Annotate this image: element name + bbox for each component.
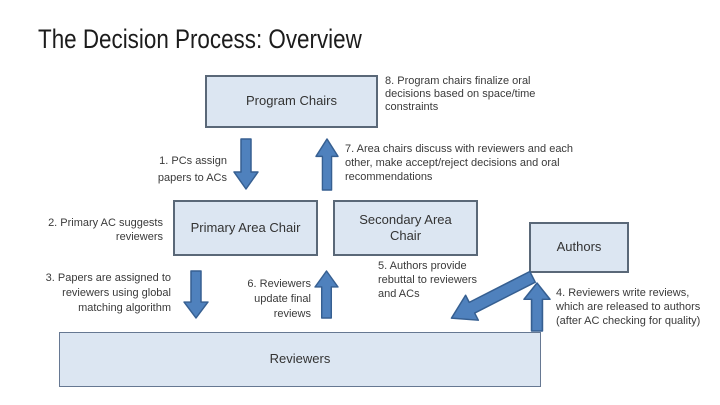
note-step6: 6. Reviewers update final reviews: [247, 278, 311, 320]
arrow-up-glyph: [315, 138, 339, 191]
note-step3: 3. Papers are assigned to reviewers usin…: [45, 272, 171, 314]
arrow-down-glyph: [233, 138, 259, 190]
arrow-up-reviews-released-icon: [523, 282, 551, 332]
note-step1: 1. PCs assign papers to ACs: [157, 155, 227, 184]
note-step7: 7. Area chairs discuss with reviewers an…: [345, 143, 574, 183]
arrow-diagonal-authors-rebuttal-icon: [450, 270, 537, 321]
arrow-down-glyph: [183, 270, 209, 319]
arrow-down-pcs-assign-icon: [233, 138, 259, 190]
box-primary-area-chair-label: Primary Area Chair: [190, 219, 301, 235]
arrow-up-glyph: [523, 282, 551, 332]
arrow-up-area-chairs-discuss-icon: [315, 138, 339, 191]
arrow-up-glyph: [314, 270, 339, 319]
note-step8: 8. Program chairs finalize oral decision…: [385, 75, 536, 113]
note-step2: 2. Primary AC suggests reviewers: [48, 217, 163, 243]
arrow-up-reviewers-update-icon: [314, 270, 339, 319]
box-reviewers: Reviewers: [59, 332, 541, 387]
box-reviewers-label: Reviewers: [269, 351, 331, 367]
box-authors: Authors: [529, 222, 629, 273]
box-secondary-area-chair-label: Secondary Area Chair: [359, 211, 452, 243]
box-program-chairs: Program Chairs: [205, 75, 378, 128]
box-program-chairs-label: Program Chairs: [245, 93, 338, 109]
arrow-down-left-glyph: [450, 270, 537, 321]
arrow-down-papers-assigned-icon: [183, 270, 209, 319]
box-authors-label: Authors: [556, 239, 602, 255]
slide-title: The Decision Process: Overview: [38, 24, 362, 54]
box-secondary-area-chair: Secondary Area Chair: [333, 200, 478, 256]
note-step5: 5. Authors provide rebuttal to reviewers…: [378, 260, 478, 300]
note-step4: 4. Reviewers write reviews, which are re…: [556, 287, 701, 327]
box-primary-area-chair: Primary Area Chair: [173, 200, 318, 256]
